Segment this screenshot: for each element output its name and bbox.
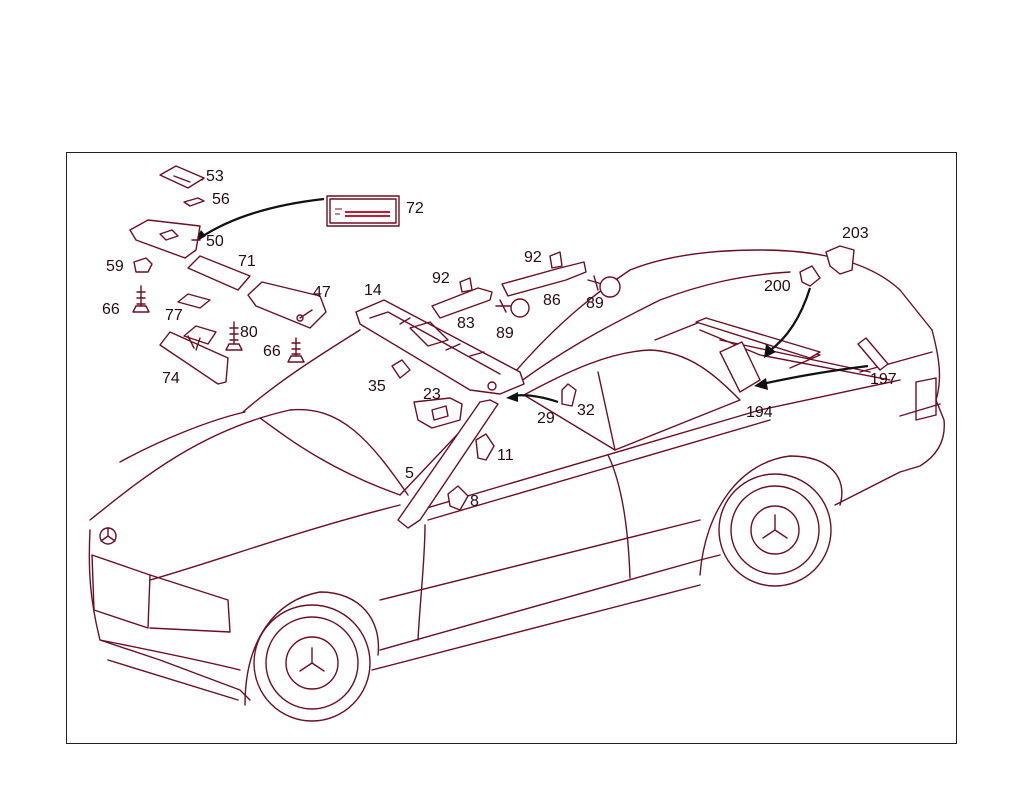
part-23-bracket — [413, 397, 463, 429]
part-74-rearview-mirror — [159, 325, 229, 385]
part-66-screw-left — [132, 285, 150, 313]
part-86-grab-handle — [501, 251, 587, 297]
part-50-sun-visor — [129, 219, 201, 259]
label-50: 50 — [206, 233, 224, 250]
part-56-bulb — [183, 197, 205, 207]
part-200-bracket — [799, 265, 821, 287]
label-14: 14 — [364, 282, 382, 299]
label-92-right: 92 — [524, 249, 542, 266]
part-32-clip — [561, 383, 577, 407]
part-197-trim-strip — [857, 337, 889, 371]
label-29: 29 — [537, 410, 555, 427]
part-5-a-pillar-trim — [397, 399, 499, 529]
part-203-bracket — [825, 245, 855, 275]
car-body-outline — [88, 249, 945, 706]
arrow-197-head — [754, 378, 768, 390]
part-47-sun-visor-right — [247, 281, 327, 329]
label-66-left: 66 — [102, 301, 120, 318]
label-56: 56 — [212, 191, 230, 208]
arrow-200-head — [764, 344, 776, 358]
part-83-grab-handle — [431, 277, 493, 319]
part-77-mirror-plate — [177, 293, 211, 309]
label-5: 5 — [405, 465, 414, 482]
part-8-clip — [447, 485, 469, 511]
arrow-197-to-194 — [761, 364, 869, 386]
label-89-left: 89 — [496, 325, 514, 342]
leader-lines — [191, 177, 313, 319]
label-72: 72 — [406, 200, 424, 217]
label-66-right: 66 — [263, 343, 281, 360]
label-47: 47 — [313, 284, 331, 301]
front-wheel — [253, 604, 371, 722]
arrow-72-to-50 — [199, 197, 325, 239]
label-203: 203 — [842, 225, 869, 242]
rear-wheel — [718, 473, 832, 587]
label-83: 83 — [457, 315, 475, 332]
label-74: 74 — [162, 370, 180, 387]
part-89-plug-left — [495, 298, 530, 318]
part-89-plug-right — [587, 275, 621, 298]
label-77: 77 — [165, 307, 183, 324]
label-59: 59 — [106, 258, 124, 275]
label-8: 8 — [470, 493, 479, 510]
label-11: 11 — [497, 447, 514, 464]
part-labels: 53 56 72 50 59 71 47 66 77 80 66 74 14 9… — [102, 168, 897, 510]
arrow-29-head — [506, 392, 518, 402]
label-86: 86 — [543, 292, 561, 309]
part-53-mirror-cover — [159, 165, 205, 189]
label-194: 194 — [746, 404, 773, 421]
label-80: 80 — [240, 324, 258, 341]
part-194-rear-trim — [654, 317, 821, 393]
part-59-clip — [133, 257, 153, 273]
part-71-vanity-cover — [187, 255, 251, 291]
label-23: 23 — [423, 386, 441, 403]
label-53: 53 — [206, 168, 224, 185]
part-72-label — [326, 195, 400, 227]
label-200: 200 — [764, 278, 791, 295]
diagram-frame — [66, 152, 957, 744]
part-11-clip — [475, 433, 495, 461]
part-14-overhead-panel — [355, 299, 525, 395]
label-197: 197 — [870, 371, 897, 388]
part-80-screw — [225, 321, 243, 351]
part-35-clip — [391, 359, 411, 379]
label-32: 32 — [577, 402, 595, 419]
label-92-left: 92 — [432, 270, 450, 287]
part-66-screw-right — [287, 337, 305, 363]
label-89-right: 89 — [586, 295, 604, 312]
label-71: 71 — [238, 253, 256, 270]
label-35: 35 — [368, 378, 386, 395]
arrow-200 — [767, 287, 812, 353]
